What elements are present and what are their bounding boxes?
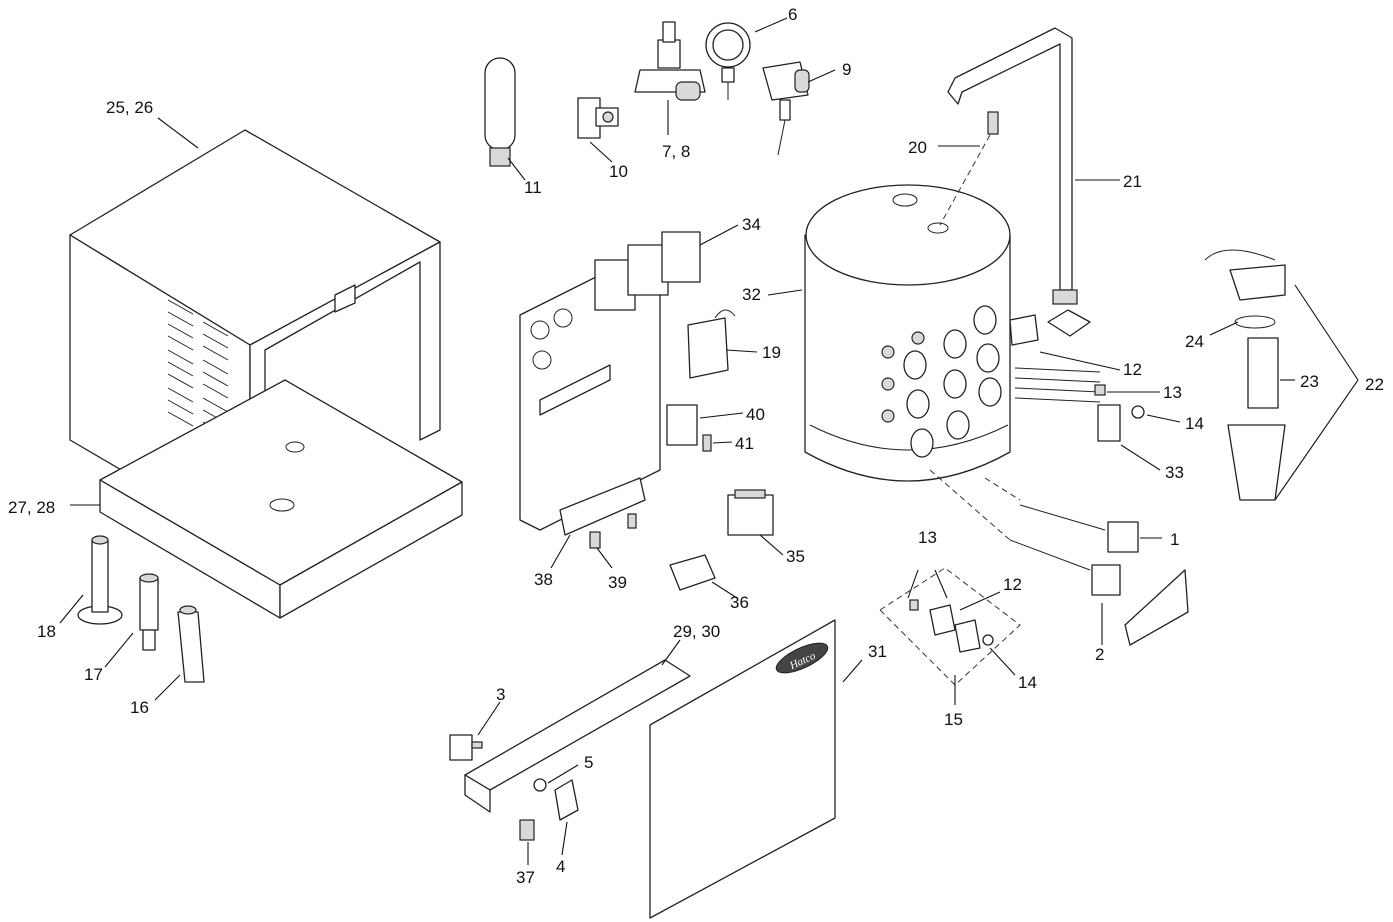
callout-16: 16 xyxy=(130,698,149,717)
outlet-pipe-21 xyxy=(947,27,1091,337)
callout-31: 31 xyxy=(868,642,887,661)
fuse-41 xyxy=(702,434,712,452)
contactor-40 xyxy=(666,404,698,446)
leg-adjustable xyxy=(139,573,159,651)
fuse-37 xyxy=(519,819,535,841)
air-chamber xyxy=(484,57,516,167)
fuse-holder-39 xyxy=(589,513,637,549)
callout-22: 22 xyxy=(1365,375,1384,394)
pressure-regulator xyxy=(634,21,706,101)
callout-14-tank: 14 xyxy=(1185,414,1204,433)
callout-40: 40 xyxy=(746,405,765,424)
callout-41: 41 xyxy=(735,434,754,453)
callout-18: 18 xyxy=(37,622,56,641)
callout-20: 20 xyxy=(908,138,927,157)
water-filter-22 xyxy=(1204,249,1286,501)
callout-34: 34 xyxy=(742,215,761,234)
callout-35: 35 xyxy=(786,547,805,566)
probe-20 xyxy=(939,111,999,226)
front-panel-31: Hatco xyxy=(649,619,836,919)
light-5 xyxy=(533,778,547,792)
callout-2: 2 xyxy=(1095,645,1104,664)
callout-19: 19 xyxy=(762,343,781,362)
water-tank xyxy=(804,184,1011,482)
pressure-gauge xyxy=(705,22,751,100)
leg-tapered xyxy=(177,605,205,683)
leg-flanged xyxy=(77,535,123,625)
callout-21: 21 xyxy=(1123,172,1142,191)
callout-39: 39 xyxy=(608,573,627,592)
callout-29-30: 29, 30 xyxy=(673,622,720,641)
callout-7-8: 7, 8 xyxy=(662,142,690,161)
switch-bracket-29-30 xyxy=(464,659,691,813)
terminal-strip-38 xyxy=(559,477,646,536)
callout-13-tank: 13 xyxy=(1163,383,1182,402)
thermostat-1 xyxy=(984,477,1139,553)
callout-14-kit: 14 xyxy=(1018,673,1037,692)
flange-kit-15 xyxy=(879,567,1021,686)
transformer-35 xyxy=(727,489,774,536)
toggle-switch-3 xyxy=(449,734,483,761)
callout-labels: 1 2 3 4 5 6 7, 8 9 10 11 12 12 13 13 14 … xyxy=(8,5,1384,887)
relief-valve xyxy=(762,61,810,156)
relay-board-19 xyxy=(687,309,736,379)
callout-11: 11 xyxy=(524,178,542,197)
callout-32: 32 xyxy=(742,285,761,304)
callout-9: 9 xyxy=(842,60,851,79)
cabinet-base xyxy=(99,379,463,619)
leader-lines xyxy=(59,17,1359,865)
callout-12-tank: 12 xyxy=(1123,360,1142,379)
callout-4: 4 xyxy=(556,857,565,876)
callout-5: 5 xyxy=(584,753,593,772)
callout-13-kit: 13 xyxy=(918,528,937,547)
heating-element-33 xyxy=(1009,314,1145,442)
callout-33: 33 xyxy=(1165,463,1184,482)
callout-3: 3 xyxy=(496,685,505,704)
callout-37: 37 xyxy=(516,868,535,887)
callout-24: 24 xyxy=(1185,332,1204,351)
callout-23: 23 xyxy=(1300,372,1319,391)
callout-25-26: 25, 26 xyxy=(106,98,153,117)
bracket-4 xyxy=(554,779,579,821)
callout-6: 6 xyxy=(788,5,797,24)
callout-36: 36 xyxy=(730,593,749,612)
electrical-panel xyxy=(519,254,661,531)
thermostat-2 xyxy=(929,469,1189,646)
tank-element-flanges xyxy=(881,305,1002,458)
callout-38: 38 xyxy=(534,570,553,589)
callout-12-kit: 12 xyxy=(1003,575,1022,594)
terminal-block-36 xyxy=(669,554,716,591)
callout-17: 17 xyxy=(84,665,103,684)
tee-fitting xyxy=(577,97,619,139)
callout-27-28: 27, 28 xyxy=(8,498,55,517)
terminal-blocks-top xyxy=(594,231,701,311)
callout-15: 15 xyxy=(944,710,963,729)
callout-10: 10 xyxy=(609,162,628,181)
callout-1: 1 xyxy=(1170,530,1179,549)
